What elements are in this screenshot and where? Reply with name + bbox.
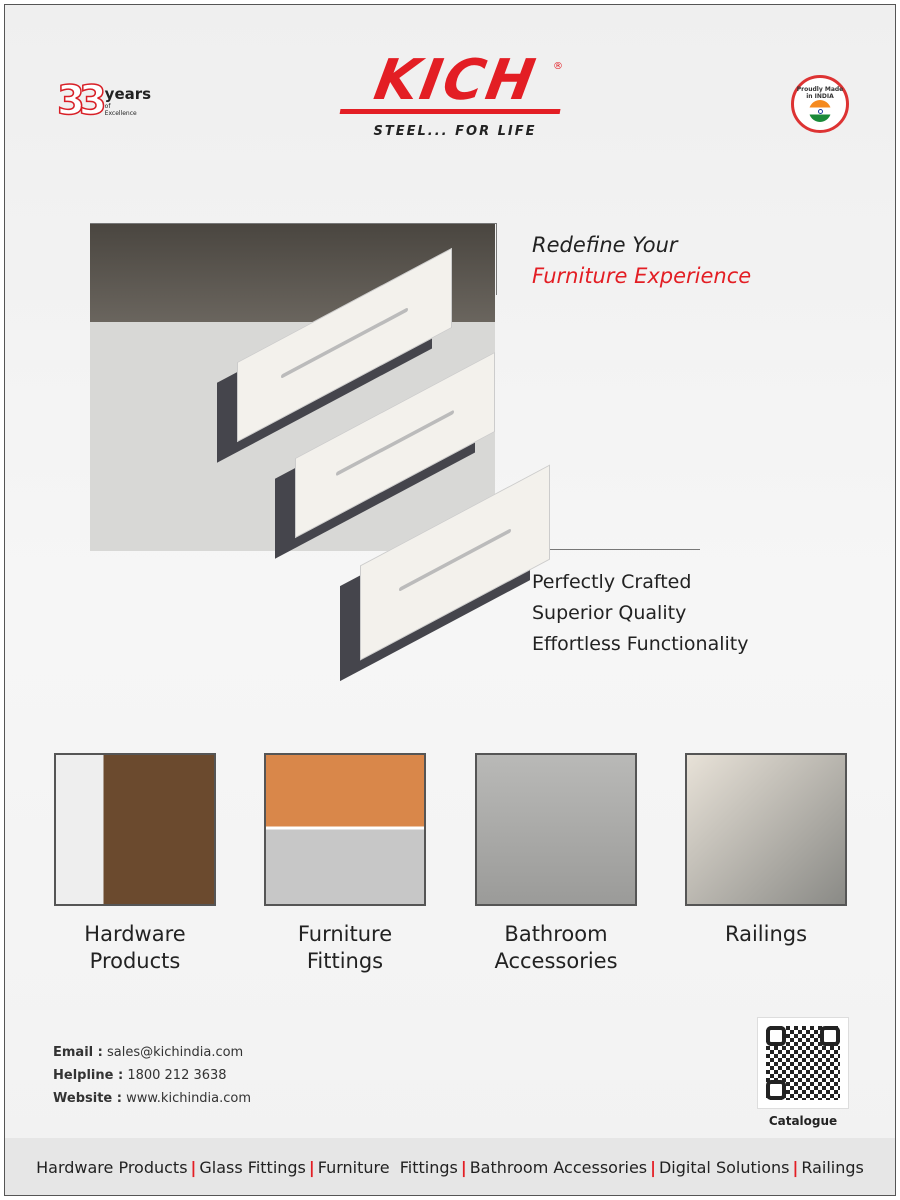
years-of: of [104, 102, 111, 110]
made-in-india-seal: Proudly Made in INDIA [791, 75, 849, 133]
registered-mark: ® [553, 61, 563, 72]
decor-line [405, 223, 497, 295]
email-label: Email : [53, 1045, 103, 1060]
feature: Superior Quality [532, 602, 687, 624]
seal-text: Proudly Made in INDIA [796, 86, 844, 100]
helpline-number[interactable]: 1800 212 3638 [127, 1068, 227, 1083]
brand-tagline: STEEL... FOR LIFE [373, 124, 537, 139]
helpline-label: Helpline : [53, 1068, 124, 1083]
headline-line2: Furniture Experience [532, 264, 752, 288]
years-badge: 33 years of Excellence [56, 78, 152, 124]
website-label: Website : [53, 1091, 122, 1106]
category-label: Products [89, 949, 181, 973]
feature: Effortless Functionality [532, 633, 749, 655]
category-label: Hardware [84, 922, 186, 946]
qr-label: Catalogue [768, 1114, 838, 1128]
footer-item: Furniture Fittings [317, 1158, 458, 1177]
furniture-fittings-image[interactable] [264, 753, 426, 906]
footer-product-list: Hardware Products|Glass Fittings|Furnitu… [36, 1158, 864, 1177]
category-label: Railings [724, 922, 808, 946]
contact-info: Email : sales@kichindia.com Helpline : 1… [53, 1041, 251, 1110]
category-label: Bathroom [504, 922, 608, 946]
hardware-products-image[interactable] [54, 753, 216, 906]
footer-item: Glass Fittings [199, 1158, 306, 1177]
years-number: 33 [56, 78, 107, 124]
footer-item: Hardware Products [36, 1158, 188, 1177]
years-excellence: Excellence [104, 110, 137, 117]
railings-image[interactable] [685, 753, 847, 906]
brand-logo: KICH ® STEEL... FOR LIFE [339, 48, 571, 139]
india-flag-icon [809, 100, 831, 122]
category-railings[interactable]: Railings [666, 921, 866, 948]
decor-line [495, 549, 700, 550]
footer-item: Railings [801, 1158, 864, 1177]
email-link[interactable]: sales@kichindia.com [106, 1045, 244, 1060]
category-label: Accessories [494, 949, 618, 973]
years-label: years [104, 84, 152, 103]
feature: Perfectly Crafted [532, 571, 692, 593]
footer-item: Digital Solutions [658, 1158, 790, 1177]
category-label: Furniture [297, 922, 393, 946]
footer-item: Bathroom Accessories [469, 1158, 648, 1177]
footer-band [5, 1138, 895, 1195]
headline-line1: Redefine Your [532, 233, 678, 257]
catalogue-qr-code[interactable] [757, 1017, 849, 1109]
advertisement: 33 years of Excellence KICH ® STEEL... F… [4, 4, 896, 1196]
category-label: Fittings [306, 949, 384, 973]
brand-name: KICH [339, 48, 571, 114]
bathroom-accessories-image[interactable] [475, 753, 637, 906]
website-link[interactable]: www.kichindia.com [126, 1091, 252, 1106]
